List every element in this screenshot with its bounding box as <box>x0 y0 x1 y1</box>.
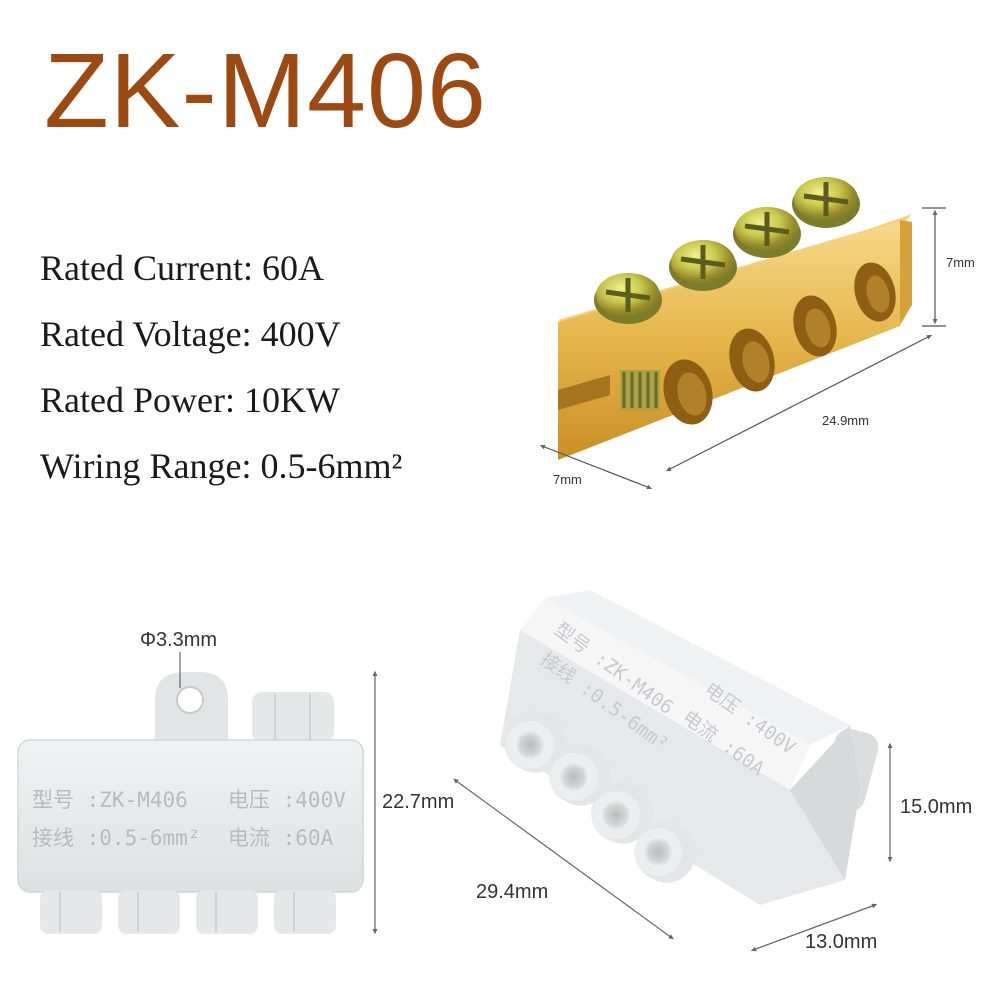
screw-icon <box>594 273 662 324</box>
housing-front-view <box>17 672 364 934</box>
spec-wiring-range: Wiring Range: 0.5-6mm² <box>40 446 403 486</box>
spec-list: Rated Current: 60A Rated Voltage: 400V R… <box>40 250 402 514</box>
iso-length-label: 29.4mm <box>476 881 549 903</box>
front-dimension-lines <box>179 652 378 935</box>
screw-icon <box>669 240 737 291</box>
embossed-voltage-text: 电压 :400V <box>228 788 346 812</box>
brass-dimension-lines <box>539 207 946 490</box>
screw-icon <box>792 177 860 228</box>
iso-dimension-lines <box>453 742 893 952</box>
embossed-model-text: 型号 :ZK-M406 <box>32 788 188 812</box>
iso-width-label: 13.0mm <box>805 931 878 953</box>
brass-height-label: 7mm <box>946 255 975 270</box>
screw-heads <box>594 177 860 324</box>
brass-length-label: 24.9mm <box>822 413 869 428</box>
embossed-current-text: 电流 :60A <box>228 826 334 850</box>
brass-width-label: 7mm <box>553 472 582 487</box>
spec-rated-current: Rated Current: 60A <box>40 248 324 288</box>
iso-tube <box>504 711 566 773</box>
embossed-wiring-text: 接线 :0.5-6mm² <box>32 826 201 850</box>
hole-diameter-label: Φ3.3mm <box>140 629 218 651</box>
spec-rated-power: Rated Power: 10KW <box>40 380 340 420</box>
screw-icon <box>733 207 801 258</box>
product-title: ZK-M406 <box>44 32 487 150</box>
housing-iso-view <box>500 590 879 905</box>
spec-rated-voltage: Rated Voltage: 400V <box>40 314 341 354</box>
iso-height-label: 15.0mm <box>900 796 973 818</box>
front-height-label: 22.7mm <box>382 791 455 813</box>
